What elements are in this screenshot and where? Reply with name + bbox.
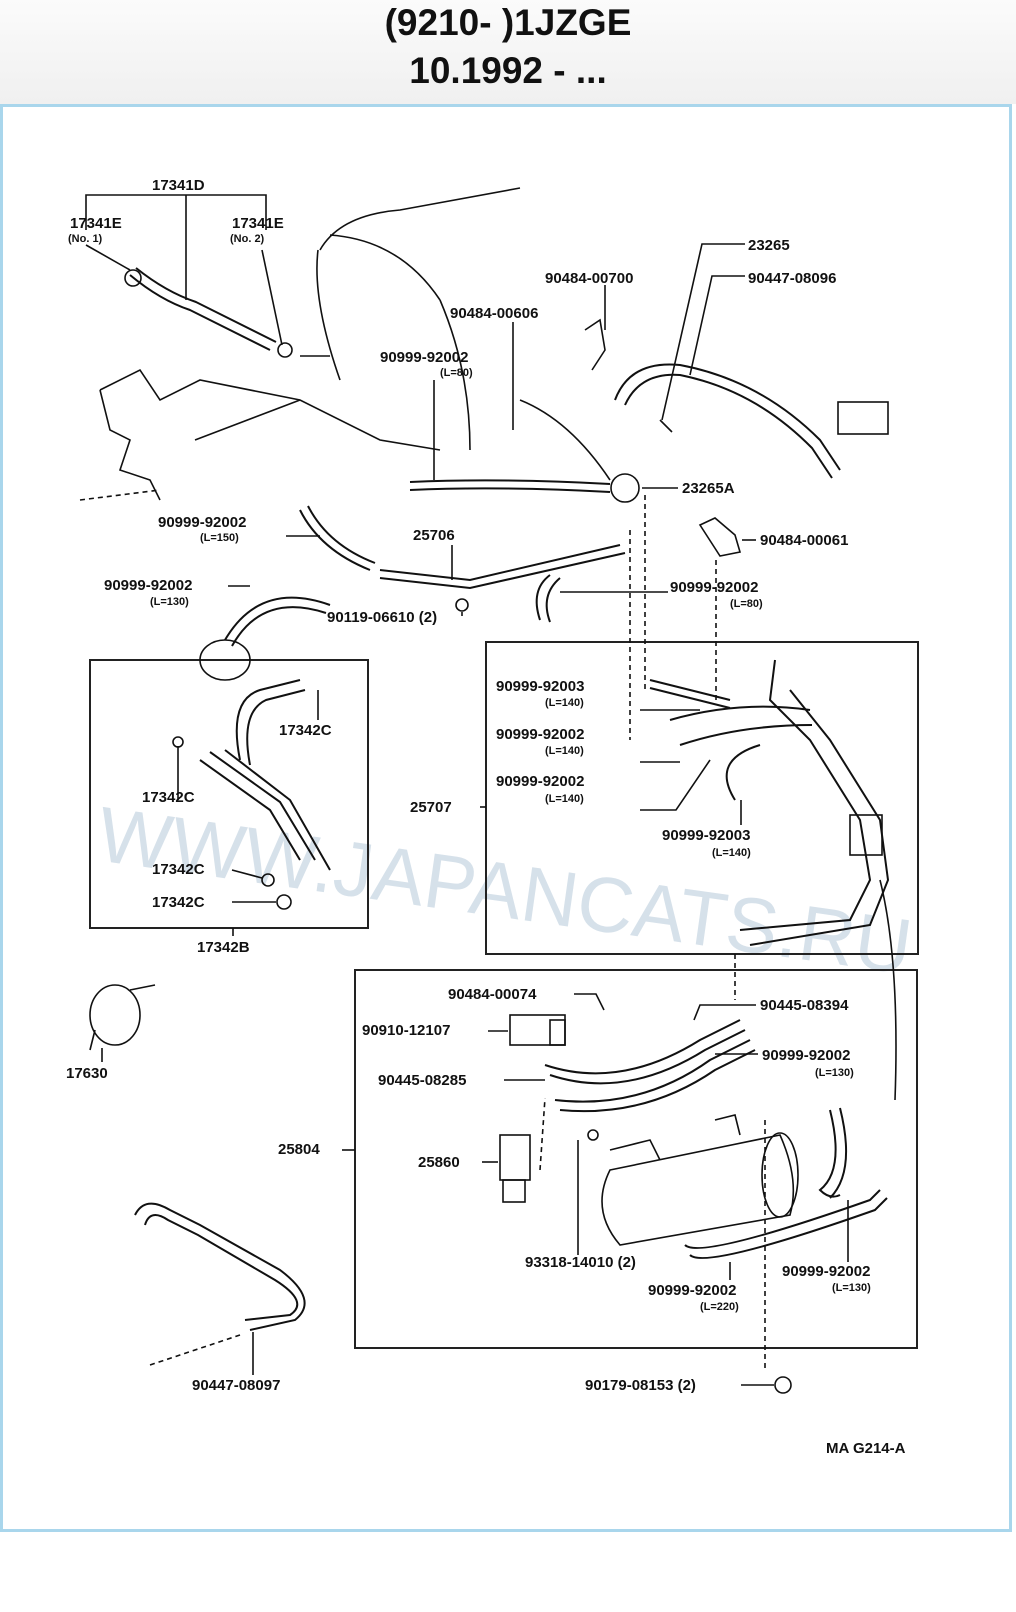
hose-90999-92002-L150 (299, 509, 371, 571)
pipe-25706 (379, 544, 621, 582)
label-90484-00061: 90484-00061 (760, 532, 848, 549)
label-17341D: 17341D (152, 177, 205, 194)
bolt-90179-08153 (774, 1376, 792, 1394)
label-90999-92003-L140d: 90999-92003 (662, 827, 750, 844)
page-header: (9210- )1JZGE 10.1992 - ... (0, 0, 1016, 104)
diagram-code: MA G214-A (826, 1440, 906, 1457)
leader-17341D (85, 194, 267, 230)
label-23265: 23265 (748, 237, 790, 254)
hose-17341D (124, 267, 330, 358)
label-90999-92002-L140c-sub: (L=140) (545, 793, 584, 805)
group-box-17342B (89, 659, 369, 929)
label-90445-08285: 90445-08285 (378, 1072, 466, 1089)
label-90999-92002-L130a-sub: (L=130) (150, 596, 189, 608)
label-90999-92003-L140d-sub: (L=140) (712, 847, 751, 859)
label-17341E-1: 17341E (70, 215, 122, 232)
charcoal-canister (601, 1114, 799, 1246)
label-90999-92002-L220-sub: (L=220) (700, 1301, 739, 1313)
valve-23265A (610, 473, 640, 503)
label-25860: 25860 (418, 1154, 460, 1171)
label-17341E-1-sub: (No. 1) (68, 233, 103, 245)
label-90179-08153: 90179-08153 (2) (585, 1377, 696, 1394)
label-90999-92003-L140a: 90999-92003 (496, 678, 584, 695)
label-17341E-2-sub: (No. 2) (230, 233, 265, 245)
bolt-90119-06610 (455, 598, 469, 612)
label-90999-92002-L130b-sub: (L=130) (815, 1067, 854, 1079)
hose-90999-92002-L80b (535, 574, 551, 621)
label-90999-92002-L130a: 90999-92002 (104, 577, 192, 594)
leader-90447-08096 (689, 275, 745, 376)
label-90999-92002-L150: 90999-92002 (158, 514, 246, 531)
label-90999-92002-L140b-sub: (L=140) (545, 745, 584, 757)
clamp-90484-00061 (698, 517, 742, 557)
label-90999-92002-L80a: 90999-92002 (380, 349, 468, 366)
label-17342C-d: 17342C (152, 894, 205, 911)
label-90910-12107: 90910-12107 (362, 1022, 450, 1039)
label-90484-00074: 90484-00074 (448, 986, 537, 1003)
label-93318-14010: 93318-14010 (2) (525, 1254, 636, 1271)
label-25706: 25706 (413, 527, 455, 544)
label-17342C-a: 17342C (279, 722, 332, 739)
label-90999-92002-L130c-sub: (L=130) (832, 1282, 871, 1294)
label-90447-08097: 90447-08097 (192, 1377, 280, 1394)
label-90484-00700: 90484-00700 (545, 270, 633, 287)
harness-17342B (199, 639, 331, 871)
group-box-25804 (354, 969, 918, 1349)
label-25804: 25804 (278, 1141, 320, 1158)
label-90999-92002-L220: 90999-92002 (648, 1282, 736, 1299)
pipe-bundle-25707 (649, 659, 897, 1101)
leader-17341E-1 (85, 244, 131, 271)
hose-23265 (614, 363, 889, 479)
label-90999-92002-L140c: 90999-92002 (496, 773, 584, 790)
label-17342B: 17342B (197, 939, 250, 956)
label-90999-92002-L130c: 90999-92002 (782, 1263, 870, 1280)
clamp-90484-00700 (584, 318, 606, 371)
title-model: (9210- )1JZGE (384, 2, 632, 43)
label-90445-08394: 90445-08394 (760, 997, 849, 1014)
label-90484-00606: 90484-00606 (450, 305, 538, 322)
hose-90999-92002-L130c (818, 1109, 841, 1198)
label-90999-92002-L80a-sub: (L=80) (440, 367, 473, 379)
leader-17341E-2 (261, 249, 283, 346)
watermark: WWW.JAPANCATS.RU (93, 790, 918, 991)
hose-90999-92002-L130a (224, 596, 331, 641)
bolt-93318-14010 (587, 1129, 599, 1141)
label-23265A: 23265A (682, 480, 735, 497)
label-90999-92003-L140a-sub: (L=140) (545, 697, 584, 709)
label-17342C-b: 17342C (142, 789, 195, 806)
label-17630: 17630 (66, 1065, 108, 1082)
label-25707: 25707 (410, 799, 452, 816)
label-90999-92002-L140b: 90999-92002 (496, 726, 584, 743)
label-90447-08096: 90447-08096 (748, 270, 836, 287)
label-90119-06610: 90119-06610 (2) (327, 609, 437, 626)
engine-outline (79, 187, 611, 501)
label-90999-92002-L130b: 90999-92002 (762, 1047, 850, 1064)
diagram-frame (0, 104, 1012, 1532)
leader-23265 (661, 243, 745, 421)
label-17341E-2: 17341E (232, 215, 284, 232)
hose-90999-92002-L80a (409, 479, 611, 485)
hose-90447-08097 (134, 1202, 306, 1366)
hose-bundle-90445 (544, 1019, 741, 1075)
fuel-filter-17630 (89, 984, 156, 1051)
group-box-25707 (485, 641, 919, 955)
label-90999-92002-L80b-sub: (L=80) (730, 598, 763, 610)
label-90999-92002-L80b: 90999-92002 (670, 579, 758, 596)
vsv-25860 (499, 1097, 546, 1203)
label-17342C-c: 17342C (152, 861, 205, 878)
vsv-bracket-90910-12107 (509, 1014, 566, 1046)
title-date-range: 10.1992 - ... (409, 50, 607, 91)
label-90999-92002-L150-sub: (L=150) (200, 532, 239, 544)
